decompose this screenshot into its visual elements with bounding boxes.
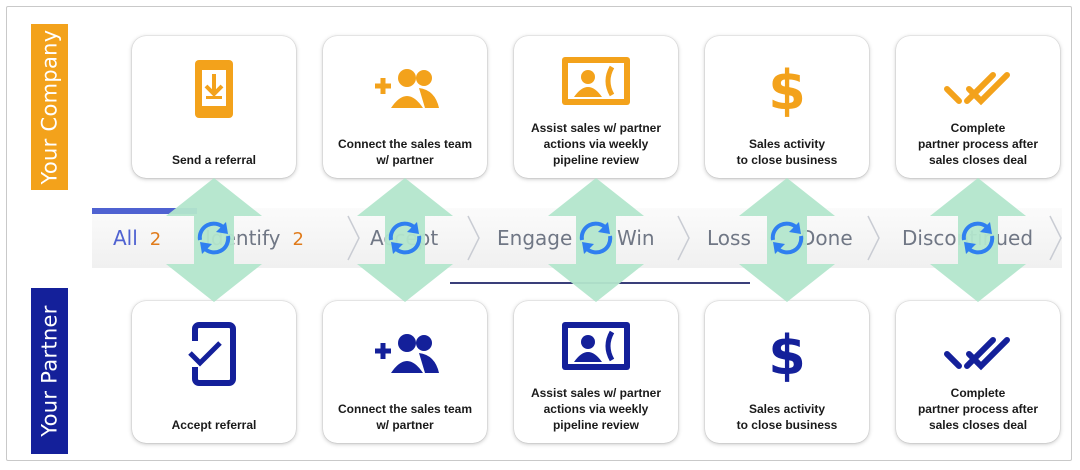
company-step-card: Complete partner process after sales clo… (896, 36, 1060, 178)
tab-done[interactable]: Done (800, 208, 853, 268)
sync-icon (388, 221, 422, 255)
bidirectional-arrow-icon (739, 178, 835, 302)
double-check-icon (896, 54, 1060, 124)
step-label: Assist sales w/ partner actions via week… (530, 386, 662, 432)
dollar-icon: $ (705, 319, 869, 389)
step-label: Assist sales w/ partner actions via week… (530, 121, 662, 167)
tab-count: 2 (149, 229, 162, 250)
company-step-card: Connect the sales team w/ partner (323, 36, 487, 178)
sync-icon (197, 221, 231, 255)
contact-call-icon (514, 46, 678, 116)
sync-icon (961, 221, 995, 255)
dollar-icon: $ (705, 54, 869, 124)
step-label: Sales activity to close business (736, 402, 838, 432)
tab-label: Win (617, 226, 655, 250)
bidirectional-arrow-icon (357, 178, 453, 302)
tab-engage[interactable]: Engage (497, 208, 572, 268)
phone-download-icon (132, 54, 296, 124)
tab-win[interactable]: Win (617, 208, 655, 268)
partner-step-card: Complete partner process after sales clo… (896, 301, 1060, 443)
tab-label: Done (800, 226, 853, 250)
your-company-banner: Your Company (31, 24, 68, 190)
diagram-frame (6, 6, 1072, 461)
bidirectional-arrow-icon (548, 178, 644, 302)
tab-all[interactable]: All 2 (113, 208, 161, 268)
step-label: Connect the sales team w/ partner (337, 402, 473, 432)
tab-label: Engage (497, 226, 573, 250)
partner-step-card: Assist sales w/ partner actions via week… (514, 301, 678, 443)
add-team-icon (323, 319, 487, 389)
step-label: Connect the sales team w/ partner (337, 137, 473, 167)
active-tab-indicator (92, 208, 197, 214)
company-step-card: Send a referral (132, 36, 296, 178)
step-label: Complete partner process after sales clo… (917, 121, 1039, 167)
your-partner-banner: Your Partner (31, 288, 68, 454)
add-team-icon (323, 54, 487, 124)
svg-text:$: $ (768, 324, 806, 384)
company-step-card: $ Sales activity to close business (705, 36, 869, 178)
phone-check-icon (132, 319, 296, 389)
step-label: Complete partner process after sales clo… (917, 386, 1039, 432)
contact-call-icon (514, 311, 678, 381)
step-label: Accept referral (171, 418, 257, 432)
sync-icon (579, 221, 613, 255)
step-label: Send a referral (171, 153, 257, 167)
your-company-label: Your Company (37, 29, 62, 185)
tab-label: Loss (707, 226, 751, 250)
partner-step-card: Accept referral (132, 301, 296, 443)
partner-step-card: $ Sales activity to close business (705, 301, 869, 443)
company-step-card: Assist sales w/ partner actions via week… (514, 36, 678, 178)
bidirectional-arrow-icon (166, 178, 262, 302)
your-partner-label: Your Partner (37, 305, 62, 437)
svg-text:$: $ (768, 59, 806, 119)
chevron-separator-icon (677, 215, 690, 261)
double-check-icon (896, 319, 1060, 389)
sync-icon (770, 221, 804, 255)
partner-step-card: Connect the sales team w/ partner (323, 301, 487, 443)
chevron-separator-icon (1049, 215, 1062, 261)
chevron-separator-icon (347, 215, 360, 261)
chevron-separator-icon (467, 215, 480, 261)
bidirectional-arrow-icon (930, 178, 1026, 302)
tab-count: 2 (292, 229, 304, 250)
chevron-separator-icon (867, 215, 880, 261)
tab-loss[interactable]: Loss (707, 208, 751, 268)
step-label: Sales activity to close business (736, 137, 838, 167)
tab-label: All (113, 226, 138, 250)
